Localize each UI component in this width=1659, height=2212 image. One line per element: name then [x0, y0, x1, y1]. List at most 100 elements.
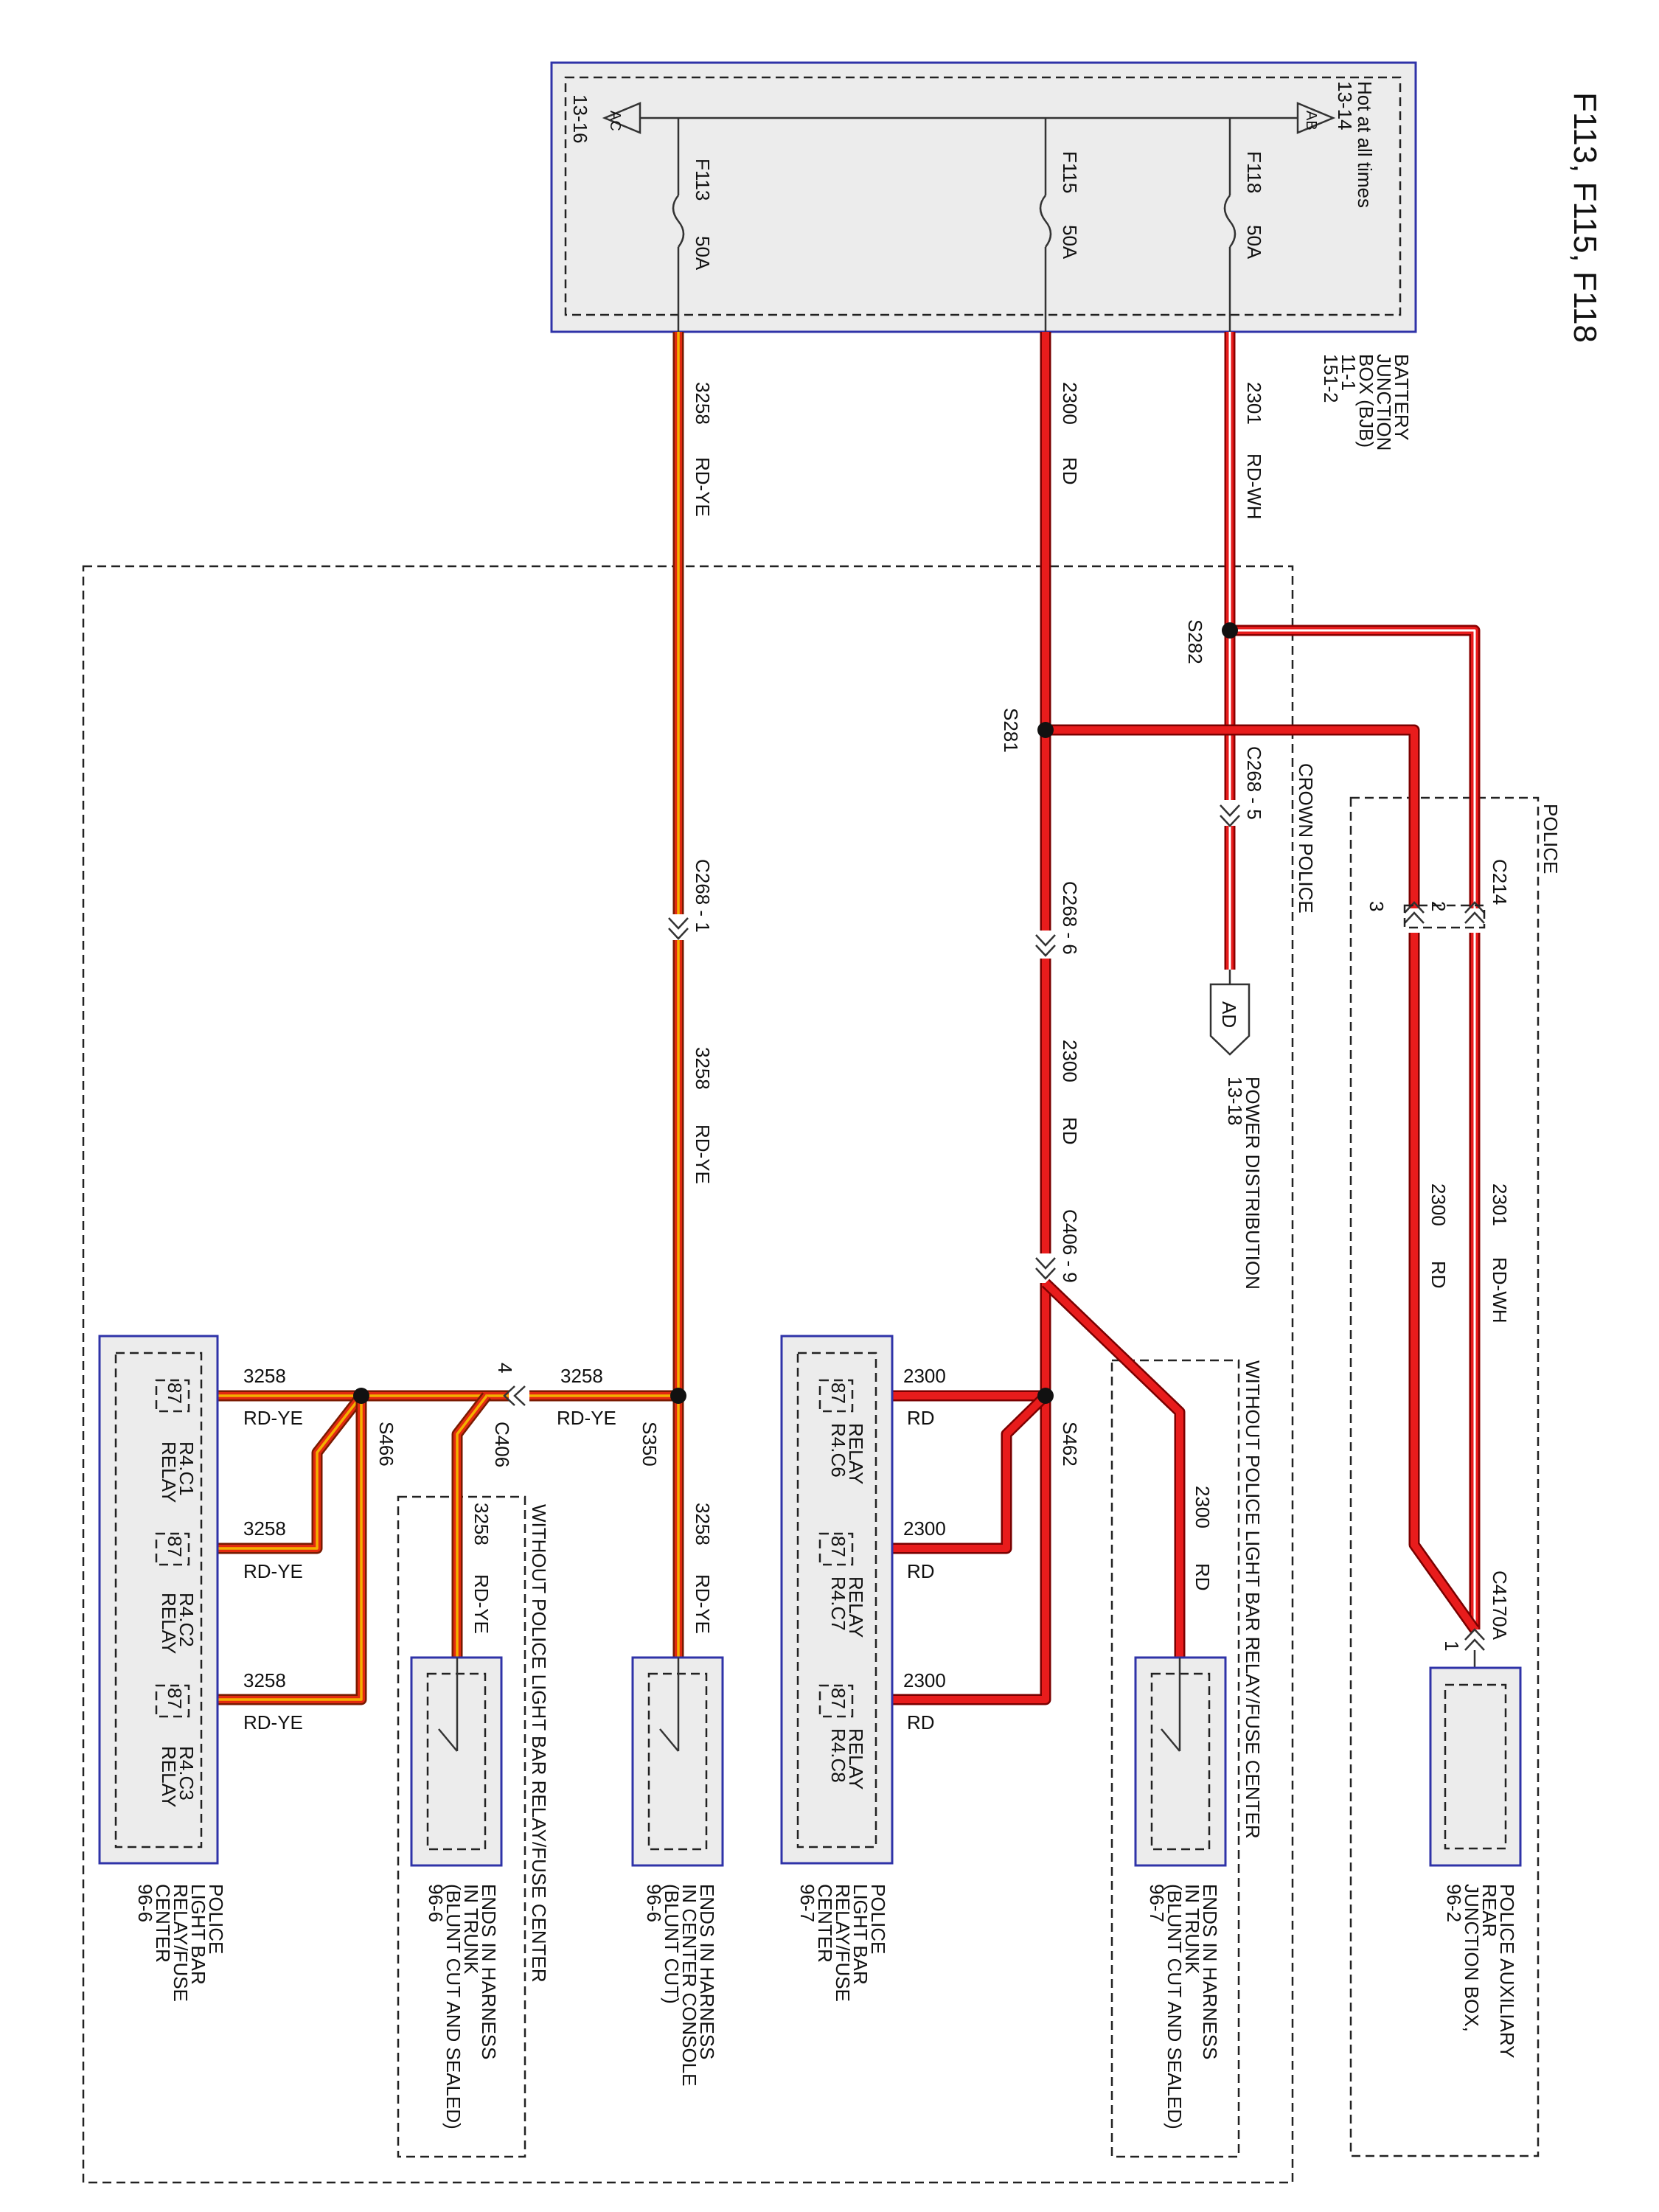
ad-offpage-connector: [1209, 970, 1251, 1056]
connector-c268-5-icon: [1220, 804, 1240, 827]
wire-2300-relay1-num: 2300: [903, 1365, 946, 1387]
crown-police-label: CROWN POLICE: [1295, 763, 1317, 914]
wire-3258-color-c: RD-YE: [692, 1574, 714, 1634]
ad-label: AD: [1218, 1001, 1240, 1028]
lightbar-97-relay3-l2: R4.C8: [827, 1728, 849, 1783]
bjb-name-line-4: 11-1: [1338, 354, 1360, 391]
lightbar-96-line-1: POLICE: [205, 1884, 227, 1954]
c4170a-pin-label: 1: [1441, 1641, 1463, 1651]
fuse-f115-rating: 50A: [1059, 225, 1081, 260]
triangle-ac-icon: [602, 102, 641, 134]
wire-2300-color-d: RD: [1192, 1563, 1214, 1591]
splice-s281-label: S281: [1000, 708, 1022, 753]
without-lightbar-label-right: WITHOUT POLICE LIGHT BAR RELAY/FUSE CENT…: [1242, 1360, 1264, 1839]
without-lightbar-region-right: [1110, 1359, 1240, 2158]
fuse-f118-name: F118: [1243, 151, 1265, 193]
splice-s282: [1222, 622, 1238, 639]
lightbar-97-line-4: CENTER: [814, 1884, 836, 1963]
wire-3258-color: RD-YE: [692, 457, 714, 517]
lightbar-97-pin-2: 87: [827, 1536, 849, 1557]
ends-trunk-right-line-1: ENDS IN HARNESS: [1199, 1884, 1221, 2059]
splice-s462: [1037, 1388, 1054, 1404]
c268-5-label: C268 - 5: [1243, 746, 1265, 820]
bjb-name-line-3: BOX (BJB): [1355, 354, 1377, 448]
bjb-name-block: BATTERY JUNCTION BOX (BJB) 11-1 151-2: [1320, 354, 1413, 451]
lightbar-96-relay1-l1: R4.C1: [175, 1441, 198, 1496]
wire-2300-relay3-num: 2300: [903, 1669, 946, 1691]
wire-2301-color: RD-WH: [1243, 453, 1265, 520]
connector-c268-6-icon: [1035, 934, 1056, 957]
lightbar-96-line-4: CENTER: [152, 1884, 174, 1963]
triangle-ab-label: AB: [1303, 111, 1319, 131]
ends-console-line-4: 96-6: [643, 1884, 665, 1922]
triangle-ab-icon: [1296, 102, 1336, 134]
connector-c4170a-icon: [1464, 1628, 1485, 1668]
lightbar-96-line-5: 96-6: [134, 1884, 156, 1922]
connector-c268-1-icon: [668, 917, 689, 940]
wire-2300-color: RD: [1059, 457, 1081, 485]
police-aux-line-1: POLICE AUXILIARY: [1496, 1884, 1518, 2059]
lightbar-96-line-2: LIGHT BAR: [187, 1884, 209, 1985]
wire-3258-relay3-color: RD-YE: [243, 1711, 303, 1733]
wire-2300-relay3-color: RD: [907, 1711, 935, 1733]
lightbar-97-relay2-l2: R4.C7: [827, 1576, 849, 1631]
ends-console-line-1: ENDS IN HARNESS: [696, 1884, 718, 2059]
crown-police-region: [82, 565, 1294, 2184]
lightbar-97-relay2-l1: RELAY: [845, 1576, 867, 1638]
battery-junction-box: [550, 61, 1417, 333]
bjb-name-line-5: 151-2: [1320, 354, 1342, 403]
wire-2300-number-d: 2300: [1192, 1486, 1214, 1528]
triangle-ac-label: AC: [607, 111, 623, 131]
wire-2300-relay2-color: RD: [907, 1560, 935, 1582]
wire-2300-number-b: 2300: [1059, 1040, 1081, 1082]
ends-trunk-right-line-4: 96-7: [1146, 1884, 1168, 1922]
lightbar-97-pin-3: 87: [827, 1688, 849, 1709]
splice-s466: [353, 1388, 369, 1404]
c406-label: C406: [491, 1422, 513, 1467]
wire-2301-number-b: 2301: [1489, 1183, 1511, 1226]
lightbar-97-line-1: POLICE: [867, 1884, 889, 1954]
diagram-title: F113, F115, F118: [1567, 92, 1603, 343]
wire-2301-rd-wh: [1224, 332, 1481, 1630]
wire-2300-relay1-color: RD: [907, 1407, 935, 1429]
wire-2300-color-b: RD: [1059, 1117, 1081, 1145]
fuse-f113-rating: 50A: [692, 236, 714, 271]
bjb-ref-ab: 13-14: [1334, 81, 1356, 131]
lightbar-97-relay3-l1: RELAY: [845, 1728, 867, 1790]
lightbar-97-pin-1: 87: [827, 1382, 849, 1404]
wire-3258-s350-num: 3258: [560, 1365, 603, 1387]
wire-labels-2301: 2301 RD-WH 2301 RD-WH: [1243, 382, 1511, 1324]
lightbar-96-relay2-l2: RELAY: [158, 1593, 180, 1654]
lightbar-96-pin-1: 87: [164, 1382, 186, 1404]
ends-console-box: [631, 1656, 724, 1867]
lightbar-97-line-2: LIGHT BAR: [849, 1884, 872, 1985]
connector-c406-9-icon: [1035, 1257, 1056, 1280]
connector-c214-icon: [1403, 901, 1486, 929]
c268-1-label: C268 - 1: [692, 859, 714, 933]
lightbar-97-relay1-l1: RELAY: [845, 1423, 867, 1484]
wire-3258-relay2-color: RD-YE: [243, 1560, 303, 1582]
wire-3258-color-b: RD-YE: [692, 1124, 714, 1184]
fuse-f118-rating: 50A: [1243, 225, 1265, 260]
wire-3258-relay1-num: 3258: [243, 1365, 286, 1387]
police-label: POLICE: [1540, 804, 1562, 874]
police-aux-line-3: JUNCTION BOX,: [1461, 1884, 1483, 2032]
wire-3258-color-d: RD-YE: [470, 1574, 493, 1634]
ends-console-line-2: IN CENTER CONSOLE: [678, 1884, 700, 2087]
fuse-f115-name: F115: [1059, 151, 1081, 193]
c214-label: C214: [1489, 859, 1511, 905]
without-lightbar-label-left: WITHOUT POLICE LIGHT BAR RELAY/FUSE CENT…: [528, 1504, 550, 1983]
bjb-name-line-1: BATTERY: [1391, 354, 1413, 441]
lightbar-96-relay2-l1: R4.C2: [175, 1593, 198, 1647]
wire-3258-number-b: 3258: [692, 1047, 714, 1090]
police-aux-junction-box: [1429, 1666, 1522, 1867]
lightbar-96-relay3-l2: RELAY: [158, 1746, 180, 1807]
ends-trunk-left-box: [410, 1656, 503, 1867]
lightbar-96-pin-2: 87: [164, 1536, 186, 1557]
splice-s350-label: S350: [639, 1422, 661, 1467]
ends-trunk-right-line-3: (BLUNT CUT AND SEALED): [1164, 1884, 1186, 2129]
lightbar-96-pin-3: 87: [164, 1688, 186, 1709]
police-aux-line-2: REAR: [1478, 1884, 1500, 1937]
